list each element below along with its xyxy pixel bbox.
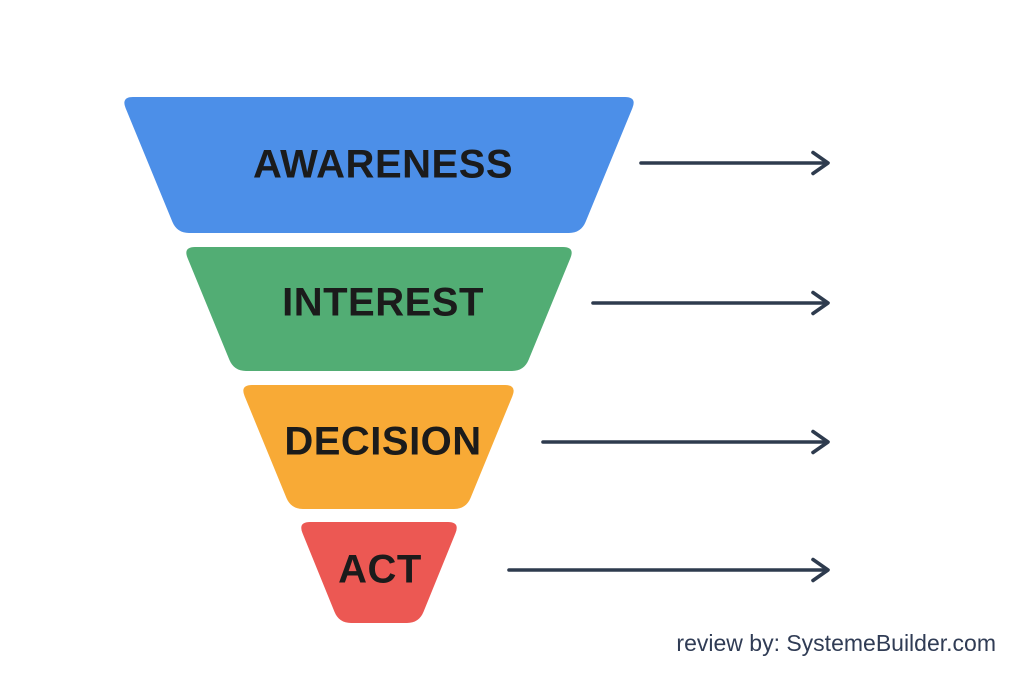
decision-arrow-icon <box>541 429 830 455</box>
funnel-stage-interest-shape <box>186 247 572 371</box>
act-arrow-icon <box>507 557 830 583</box>
stage-label-interest: INTEREST <box>282 280 484 325</box>
funnel-stage-decision-shape <box>243 385 514 509</box>
stage-label-awareness: AWARENESS <box>252 142 514 187</box>
credit-text: review by: SystemeBuilder.com <box>676 630 996 656</box>
funnel-stage-act-shape <box>301 522 457 623</box>
awareness-arrow-icon <box>639 150 830 176</box>
interest-arrow-icon <box>591 290 830 316</box>
stage-label-decision: DECISION <box>284 419 482 464</box>
stage-label-act: ACT <box>338 547 422 592</box>
funnel-stage-awareness-shape <box>124 97 634 233</box>
